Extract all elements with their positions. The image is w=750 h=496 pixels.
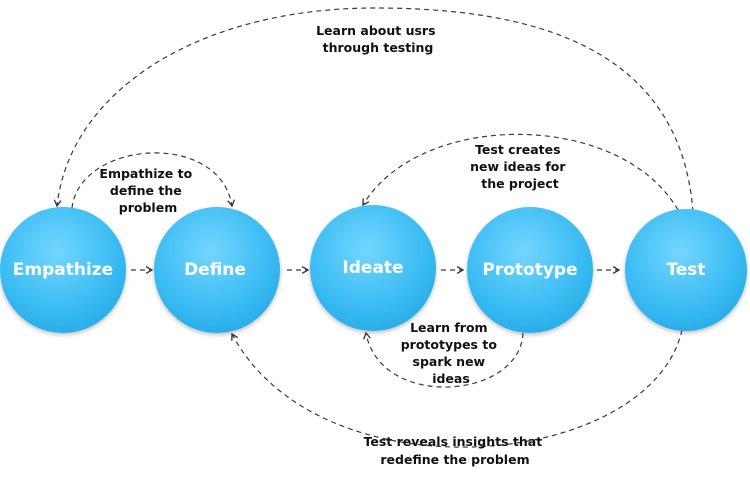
node-ideate: Ideate: [310, 205, 436, 331]
annotation-test-ideas: Test creates new ideas for the project: [470, 142, 570, 191]
arc-prototype-to-ideate: [363, 331, 524, 388]
node-label-prototype: Prototype: [482, 260, 577, 280]
node-label-define: Define: [184, 260, 246, 280]
arc-empathize-to-define: [71, 152, 236, 209]
node-label-empathize: Empathize: [13, 260, 113, 280]
node-define: Define: [154, 207, 280, 333]
node-empathize: Empathize: [0, 207, 126, 333]
arc-test-to-empathize: [53, 7, 694, 213]
annotation-empathize-define: Empathize to define the problem: [99, 166, 196, 215]
annotation-test-reveals: Test reveals insights that redefine the …: [363, 434, 546, 467]
node-label-ideate: Ideate: [342, 258, 403, 278]
node-test: Test: [625, 209, 747, 331]
annotation-learn-prototypes: Learn from prototypes to spark new ideas: [401, 320, 502, 386]
node-label-test: Test: [666, 260, 705, 280]
annotation-learn-users: Learn about usrs through testing: [316, 23, 440, 55]
arc-test-to-ideate: [362, 133, 679, 211]
node-prototype: Prototype: [467, 207, 593, 333]
